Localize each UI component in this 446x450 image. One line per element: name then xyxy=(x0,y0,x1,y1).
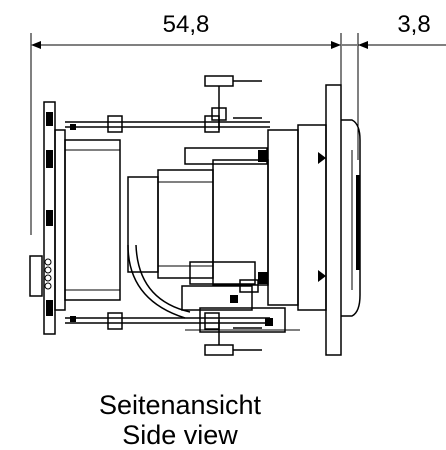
caption-german: Seitenansicht xyxy=(98,390,262,420)
cluster-block-2 xyxy=(199,307,286,333)
cluster-component-2 xyxy=(265,318,273,326)
dimension-front-offset: 3,8 xyxy=(342,11,446,160)
housing-body xyxy=(64,139,121,301)
top-rail xyxy=(65,115,270,133)
front-detail-bottom xyxy=(318,270,326,282)
lens-top-cap xyxy=(184,147,268,165)
front-plate-inner xyxy=(267,129,299,306)
flex-cable xyxy=(127,244,186,319)
cluster-component-1 xyxy=(230,295,238,303)
dimension-arrow-offset xyxy=(358,41,368,49)
upper-header-body xyxy=(204,75,234,87)
top-screw-rear xyxy=(107,115,123,133)
rear-connector xyxy=(29,255,43,297)
bottom-cluster xyxy=(181,279,300,333)
front-plate-middle xyxy=(297,124,327,311)
upper-header-block xyxy=(211,107,227,121)
connector-pin-3 xyxy=(44,274,52,282)
rear-component-3 xyxy=(46,210,53,226)
front-detail-top xyxy=(318,152,326,164)
bottom-screw-rear xyxy=(107,312,123,330)
flex-cable-inner xyxy=(135,244,191,313)
cluster-block-1 xyxy=(181,285,253,311)
rear-pcb xyxy=(29,101,66,335)
connector-pin-2 xyxy=(44,266,52,274)
bottom-nut xyxy=(70,316,76,322)
bottom-rail xyxy=(65,312,270,330)
top-nut xyxy=(70,124,76,130)
lens-bottom-cap xyxy=(189,261,256,285)
connector-pin-1 xyxy=(44,258,52,266)
upper-pin-header xyxy=(204,75,262,130)
lower-header-body xyxy=(204,344,234,356)
front-plate-tab-bottom xyxy=(258,272,268,284)
dimension-overall-width: 54,8 xyxy=(30,11,342,235)
cluster-block-3 xyxy=(239,279,259,293)
dimension-label-offset: 3,8 xyxy=(397,11,430,38)
rear-component-4 xyxy=(46,300,53,316)
rear-housing xyxy=(64,139,121,301)
lens-section-1 xyxy=(127,176,159,273)
rear-component-1 xyxy=(46,112,53,126)
front-flange xyxy=(325,84,342,356)
front-lens-cap xyxy=(341,119,361,317)
dimension-label-width: 54,8 xyxy=(163,11,210,38)
lens-section-3 xyxy=(212,159,269,286)
connector-pin-4 xyxy=(44,282,52,290)
lower-pin-header xyxy=(204,320,262,356)
front-plate-tab-top xyxy=(258,150,268,162)
bottom-screw-front xyxy=(204,312,220,330)
lens-cap-glass xyxy=(356,175,360,270)
front-plate xyxy=(258,84,342,356)
rear-spacer xyxy=(54,129,66,311)
rear-component-2 xyxy=(46,150,53,168)
caption-english: Side view xyxy=(122,420,238,450)
